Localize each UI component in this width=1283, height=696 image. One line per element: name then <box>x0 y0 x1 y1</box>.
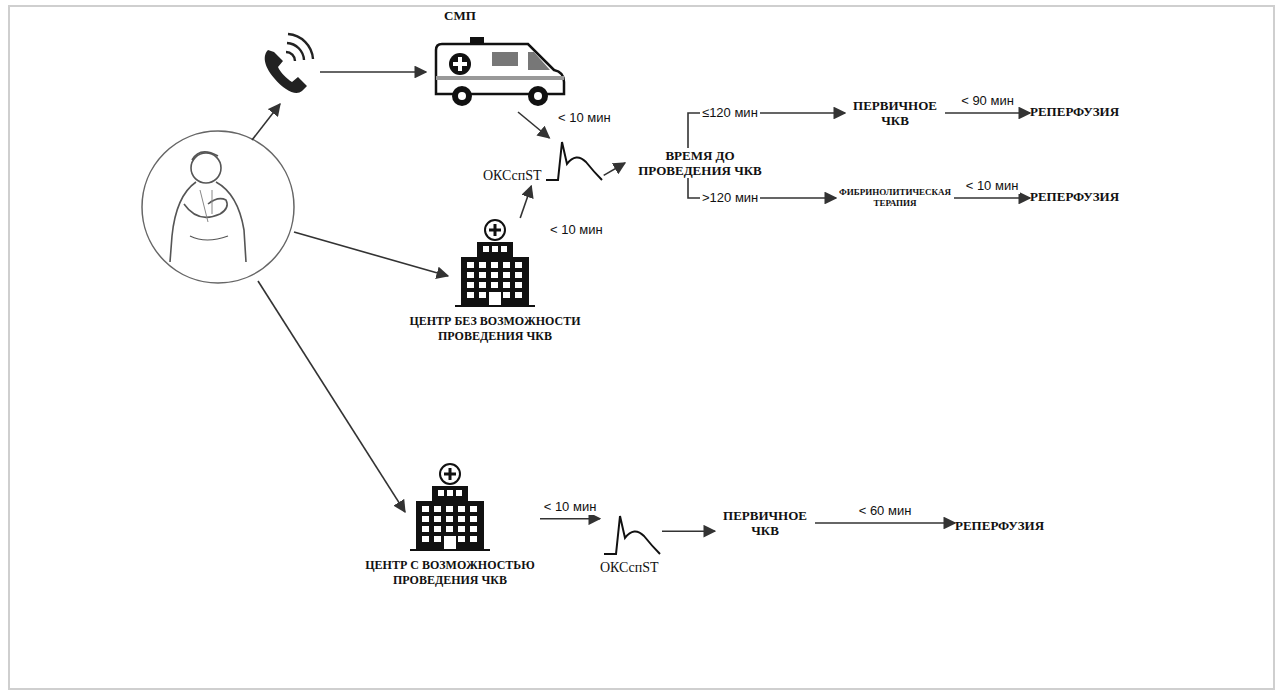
time-label: < 10 мин <box>542 499 599 515</box>
node-text: ЦЕНТР БЕЗ ВОЗМОЖНОСТИ ПРОВЕДЕНИЯ ЧКВ <box>390 308 600 344</box>
outcome-text: РЕПЕРФУЗИЯ <box>955 518 1044 533</box>
flow-arrow <box>540 518 600 520</box>
time-label: < 10 мин <box>964 178 1021 194</box>
process-text: ПЕРВИЧНОЕ ЧКВ <box>715 508 815 538</box>
flow-arrow <box>954 197 1030 199</box>
patient-illustration <box>142 131 294 283</box>
frame-border <box>9 6 1274 689</box>
process-text: ПЕРВИЧНОЕ ЧКВ <box>845 98 945 128</box>
flow-arrow <box>604 163 625 175</box>
ambulance-icon <box>430 26 590 112</box>
time-label: < 10 мин <box>556 110 613 126</box>
time-label: < 90 мин <box>959 93 1016 109</box>
ambulance-node: СМП <box>430 8 590 112</box>
node-text: РЕПЕРФУЗИЯ <box>1030 189 1119 204</box>
node-text: ОКСспST <box>483 168 542 186</box>
node-text: ПЕРВИЧНОЕ ЧКВ <box>845 98 945 128</box>
node-text: ОКСспST <box>600 560 662 576</box>
leader-arrows <box>252 72 448 512</box>
process-text: ФИБРИНОЛИТИЧЕСКАЯ ТЕРАПИЯ <box>836 187 954 209</box>
ecg-icon <box>544 138 604 186</box>
outcome-text: РЕПЕРФУЗИЯ <box>1030 189 1119 204</box>
outcome-text: РЕПЕРФУЗИЯ <box>1030 104 1119 119</box>
flow-arrow <box>520 186 531 218</box>
ecg-icon <box>600 512 662 560</box>
hospital-icon <box>360 462 540 552</box>
hospital-node: ЦЕНТР С ВОЗМОЖНОСТЬЮ ПРОВЕДЕНИЯ ЧКВ <box>360 462 540 588</box>
node-text: РЕПЕРФУЗИЯ <box>1030 104 1119 119</box>
flow-arrow <box>518 112 549 138</box>
time-label: < 60 мин <box>857 503 914 519</box>
node-text: ВРЕМЯ ДО ПРОВЕДЕНИЯ ЧКВ <box>625 148 775 178</box>
flow-arrow <box>662 530 715 532</box>
node-text: ЦЕНТР С ВОЗМОЖНОСТЬЮ ПРОВЕДЕНИЯ ЧКВ <box>360 552 540 588</box>
flow-arrow <box>815 522 955 524</box>
node-text: ФИБРИНОЛИТИЧЕСКАЯ ТЕРАПИЯ <box>836 187 954 209</box>
node-text: СМП <box>430 8 590 26</box>
time-label: ≤120 мин <box>700 105 760 121</box>
phone-icon <box>265 34 313 93</box>
time-label: < 10 мин <box>548 222 605 238</box>
stemi-ecg-node: ОКСспST <box>483 138 604 186</box>
node-text: РЕПЕРФУЗИЯ <box>955 518 1044 533</box>
flow-arrow <box>945 112 1030 114</box>
time-label: >120 мин <box>700 190 760 206</box>
node-text: ПЕРВИЧНОЕ ЧКВ <box>715 508 815 538</box>
stemi-ecg-node: ОКСспST <box>600 512 662 576</box>
decision-text: ВРЕМЯ ДО ПРОВЕДЕНИЯ ЧКВ <box>625 148 775 178</box>
